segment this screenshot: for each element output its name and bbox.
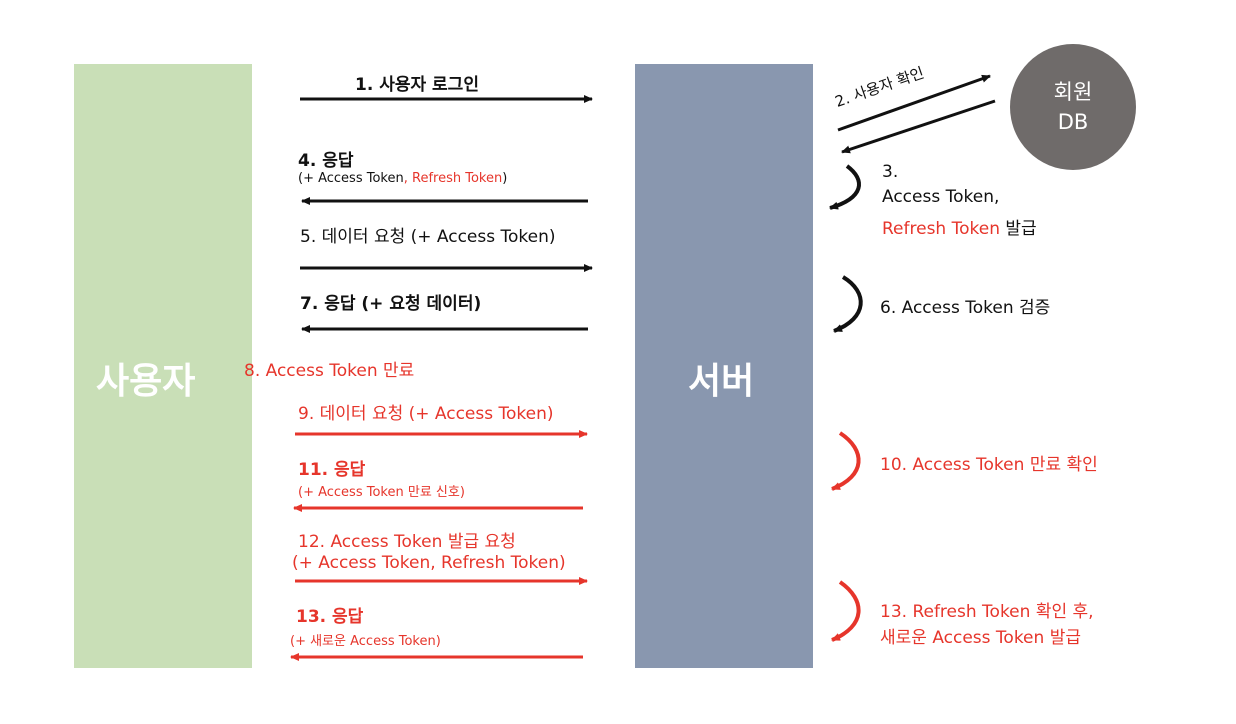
server-lane [635,64,813,668]
curve-13 [831,580,861,642]
step-13-title: 13. 응답 [296,607,364,627]
db-label-line1: 회원 [1053,80,1093,104]
step-4-detail-refresh: , Refresh Token [403,171,503,186]
step-13-server-line1: 13. Refresh Token 확인 후, [880,602,1094,622]
user-label: 사용자 [96,361,196,402]
step-1-label: 1. 사용자 로그인 [355,75,479,95]
step-13-detail: (+ 새로운 Access Token) [290,634,441,649]
step-10-label: 10. Access Token 만료 확인 [880,455,1098,475]
step-12-line1: 12. Access Token 발급 요청 [298,532,516,552]
step-9-label: 9. 데이터 요청 (+ Access Token) [298,404,554,424]
step-3-line2: Refresh Token 발급 [882,214,1037,239]
server-label: 서버 [688,361,755,402]
step-12-line2: (+ Access Token, Refresh Token) [292,553,566,573]
curve-6 [833,275,863,333]
step-6-label: 6. Access Token 검증 [880,298,1051,318]
step-3-number: 3. [882,162,899,182]
step-13-server-line2: 새로운 Access Token 발급 [880,628,1081,648]
arrow-2 [837,74,991,132]
db-label-line2: DB [1057,110,1089,134]
user-lane [74,64,252,668]
step-8-label: 8. Access Token 만료 [244,361,415,381]
step-11-title: 11. 응답 [298,460,366,480]
step-11-detail: (+ Access Token 만료 신호) [298,485,465,500]
step-3-line1: Access Token, [882,187,1000,207]
step-7-label: 7. 응답 (+ 요청 데이터) [300,294,482,314]
step-4-title: 4. 응답 [298,151,354,171]
member-db: 회원 DB [1010,44,1136,170]
arrow-db-return [841,99,996,154]
step-3-refresh: Refresh Token [882,219,1000,239]
step-4-detail: (+ Access Token, Refresh Token) [298,171,507,186]
step-4-detail-c: ) [502,171,508,186]
curve-3 [829,164,861,210]
step-4-detail-a: (+ Access Token [298,171,404,186]
curve-10 [831,431,861,491]
step-5-label: 5. 데이터 요청 (+ Access Token) [300,227,556,247]
step-3-issue: 발급 [999,219,1037,239]
